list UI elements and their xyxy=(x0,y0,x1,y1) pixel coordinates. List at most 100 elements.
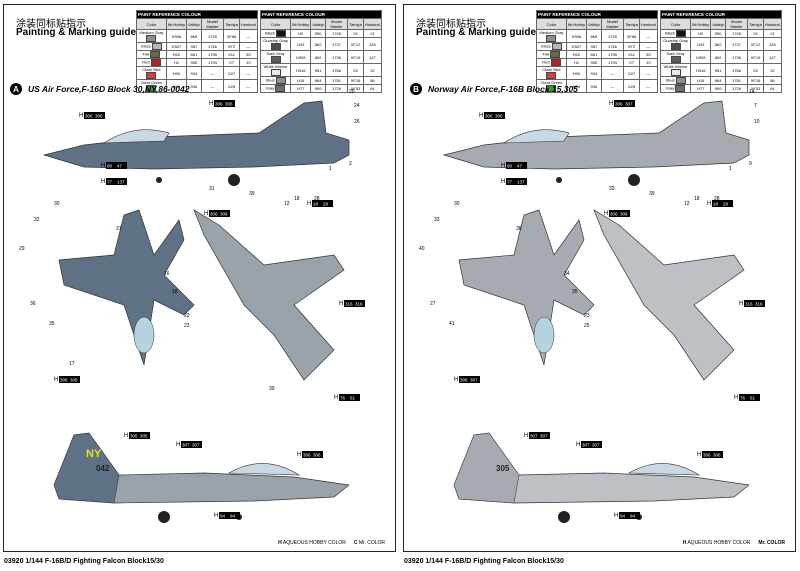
h-code: H xyxy=(734,395,738,401)
callout-side: 20 xyxy=(349,89,355,95)
h-label-box xyxy=(191,441,202,448)
col-mrhobby: Mr.Hobby xyxy=(565,18,587,30)
callout-plan: 35 xyxy=(572,289,578,295)
airframe-bottom xyxy=(193,209,345,381)
canopy-top xyxy=(133,316,155,354)
color-swatch xyxy=(270,69,281,76)
legend-aqueous: H AQUEOUS HOBBY COLOR xyxy=(278,540,346,546)
h-label-box xyxy=(116,162,127,169)
paint-code-humbrol: — xyxy=(238,79,259,93)
h-code: H xyxy=(214,513,218,519)
canopy xyxy=(502,129,570,144)
h-num: 306 xyxy=(615,102,623,107)
h-label-box xyxy=(749,394,760,401)
callout-plan: 18 xyxy=(172,289,178,295)
h-code: H xyxy=(501,163,505,169)
paint-code-mm: 1729 xyxy=(324,84,349,93)
callout-side: 28 xyxy=(714,196,720,202)
paint-code-humbrol: 64 xyxy=(362,84,383,93)
col-humbrol: Humbrol xyxy=(638,18,659,30)
nose-wheel xyxy=(156,177,162,183)
english-title: Painting & Marking guide xyxy=(16,27,137,38)
color-swatch xyxy=(146,72,157,79)
callout-side: 9 xyxy=(749,161,752,167)
h-code: H xyxy=(501,179,505,185)
h-label-box xyxy=(619,210,630,217)
sheet-a: 涂装同标贴指示 Painting & Marking guide PAINT R… xyxy=(3,4,396,552)
callout-plan: 30 xyxy=(454,201,460,207)
paint-code-mr: H33 xyxy=(690,37,712,51)
color-swatch xyxy=(675,77,686,84)
h-label-box xyxy=(94,112,105,119)
h-num: 305 xyxy=(130,434,138,439)
color-swatch xyxy=(150,59,161,66)
fuselage-side xyxy=(42,100,350,170)
paint-code-mr: H94 xyxy=(565,79,587,93)
h-label-box xyxy=(229,512,240,519)
tail-serial: 042 xyxy=(96,464,110,473)
h-code: H xyxy=(524,433,528,439)
h-num: 316 xyxy=(745,302,753,307)
h-label-num: 137 xyxy=(517,180,525,185)
h-num: 306 xyxy=(610,212,618,217)
h-code: H xyxy=(454,377,458,383)
h-label-num: 94 xyxy=(230,514,236,519)
h-num-box xyxy=(129,432,139,439)
callout-plan: 23 xyxy=(584,313,590,319)
h-label-box xyxy=(712,451,723,458)
callout-side: 31 xyxy=(209,186,215,192)
airframe-top xyxy=(58,209,195,366)
side-view-top xyxy=(442,100,750,186)
sheet-b: 涂装同标贴指示 Painting & Marking guide PAINT R… xyxy=(403,4,796,552)
h-code: H xyxy=(79,113,83,119)
h-code: H xyxy=(339,301,343,307)
h-num: 307 xyxy=(182,443,190,448)
h-label-num: 308 xyxy=(713,453,721,458)
color-swatch xyxy=(150,51,161,58)
callout-side: 12 xyxy=(284,201,290,207)
english-title: Painting & Marking guide xyxy=(416,27,537,38)
color-swatch xyxy=(552,43,563,50)
h-label-box xyxy=(469,376,480,383)
main-wheel xyxy=(628,174,640,186)
h-num: 76 xyxy=(340,396,346,401)
callout-side: 18 xyxy=(294,196,300,202)
footer-left: 03920 1/144 F-16B/D Fighting Falcon Bloc… xyxy=(4,558,164,565)
color-swatch xyxy=(546,85,557,92)
h-num-box xyxy=(619,512,629,519)
canopy-2 xyxy=(227,463,301,476)
h-num: 18 xyxy=(713,202,719,207)
callout-side: 24 xyxy=(354,103,360,109)
callout-plan: 34 xyxy=(564,271,570,277)
legend-mrcolor: Mr. COLOR xyxy=(758,540,785,546)
h-num-box xyxy=(59,376,69,383)
h-num: 76 xyxy=(740,396,746,401)
h-num-box xyxy=(106,178,116,185)
h-code: H xyxy=(739,301,743,307)
h-code: H xyxy=(54,377,58,383)
h-label-num: 305 xyxy=(140,434,148,439)
h-label-num: 307 xyxy=(470,378,478,383)
h-num-box xyxy=(739,394,749,401)
h-num-box xyxy=(581,441,591,448)
paint-name: Clear Red xyxy=(136,66,167,80)
h-num-box xyxy=(484,112,494,119)
